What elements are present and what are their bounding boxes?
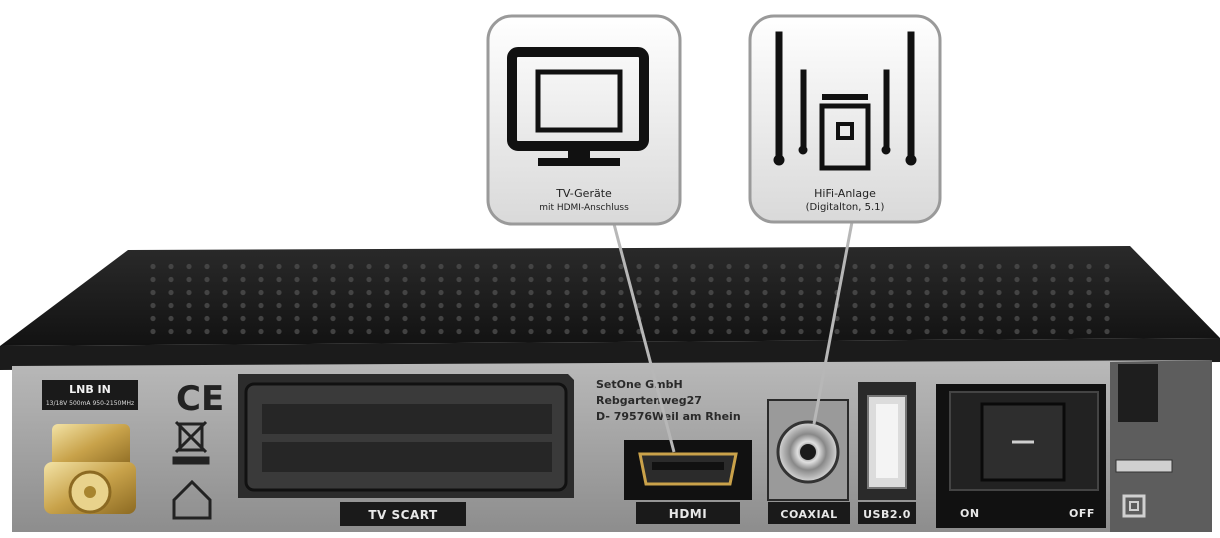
maker-line-1: SetOne GmbH bbox=[596, 378, 683, 391]
tv-callout-line1: TV-Geräte bbox=[555, 187, 612, 200]
manufacturer-address: SetOne GmbH Rebgartenweg27 D- 79576Weil … bbox=[596, 378, 741, 423]
tv-callout: TV-Geräte mit HDMI-Anschluss bbox=[486, 14, 682, 226]
usb-label: USB2.0 bbox=[863, 508, 911, 521]
certification-marks: CE bbox=[172, 379, 224, 520]
ce-mark-icon: CE bbox=[176, 379, 224, 419]
scart-port: TV SCART bbox=[238, 374, 574, 526]
coaxial-port: COAXIAL bbox=[767, 399, 850, 524]
hifi-callout-line2: (Digitalton, 5.1) bbox=[806, 202, 885, 213]
switch-on-label: ON bbox=[960, 507, 980, 520]
hdmi-port: HDMI bbox=[624, 440, 752, 524]
hifi-connector-line bbox=[812, 221, 854, 425]
switch-off-label: OFF bbox=[1069, 507, 1095, 520]
coaxial-label: COAXIAL bbox=[780, 508, 837, 521]
lnb-in-connector: LNB IN 13/18V 500mA 950-2150MHz bbox=[42, 380, 138, 514]
maker-line-3: D- 79576Weil am Rhein bbox=[596, 410, 741, 423]
usb-port: USB2.0 bbox=[858, 382, 916, 524]
weee-bin-icon bbox=[172, 420, 210, 465]
scart-label: TV SCART bbox=[368, 508, 438, 522]
hdmi-label: HDMI bbox=[669, 507, 707, 521]
hifi-callout: HiFi-Anlage (Digitalton, 5.1) bbox=[748, 14, 942, 224]
tv-connector-line bbox=[612, 223, 676, 453]
lnb-sub-label: 13/18V 500mA 950-2150MHz bbox=[46, 400, 134, 407]
house-indoor-icon bbox=[172, 479, 212, 520]
tv-monitor-icon bbox=[507, 47, 649, 166]
fuse-rating-icon bbox=[1115, 459, 1173, 518]
maker-line-2: Rebgartenweg27 bbox=[596, 394, 702, 407]
power-switch: ON OFF bbox=[936, 384, 1106, 528]
hifi-speakers-icon bbox=[773, 31, 917, 171]
hifi-callout-line1: HiFi-Anlage bbox=[814, 187, 876, 200]
tv-callout-line2: mit HDMI-Anschluss bbox=[539, 203, 629, 213]
vent-grid bbox=[150, 258, 1110, 336]
lnb-label: LNB IN bbox=[69, 383, 111, 396]
